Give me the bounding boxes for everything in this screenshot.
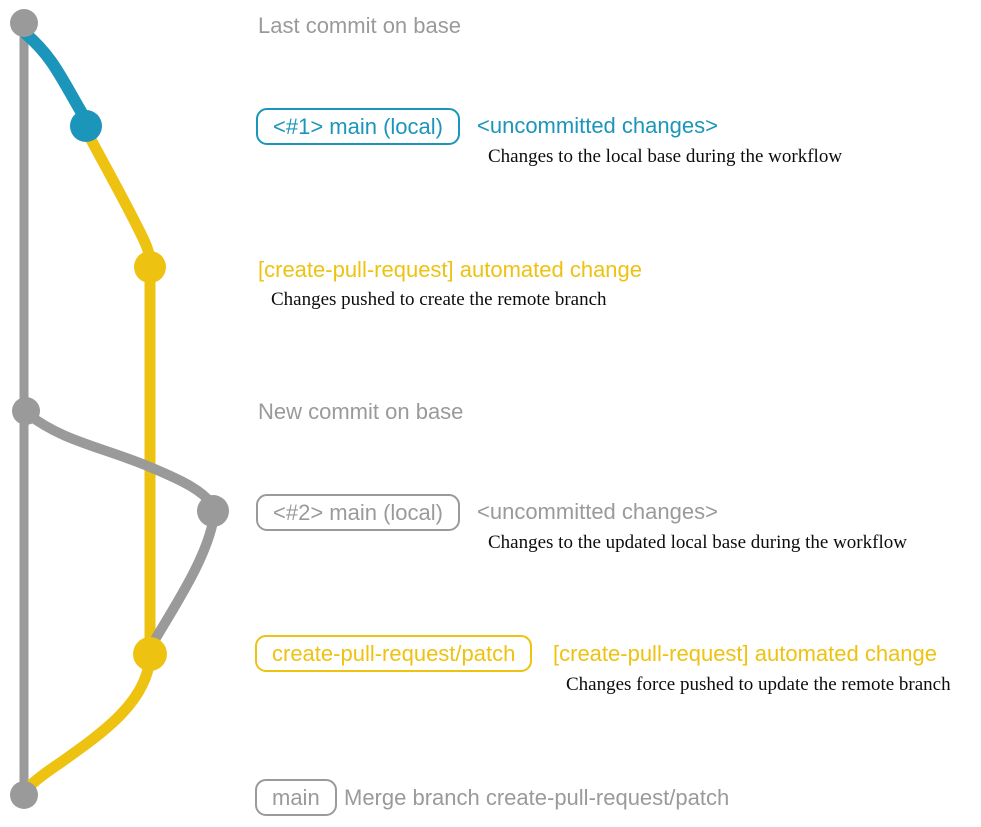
commit-dot-icon-new-base xyxy=(12,397,40,425)
commit-dot-icon-last-base xyxy=(10,9,38,37)
merge-commit-label: Merge branch create-pull-request/patch xyxy=(344,785,730,810)
uncommitted-changes-title-1: <uncommitted changes> xyxy=(477,113,718,138)
rebase-curve xyxy=(148,511,219,648)
updated-local-main-branch-curve xyxy=(23,409,217,509)
commit-dot-icon-local-main-1 xyxy=(70,110,102,142)
uncommitted-changes-desc-1: Changes to the local base during the wor… xyxy=(488,146,843,167)
branch-badge-main-merged: main xyxy=(255,779,337,816)
last-commit-label: Last commit on base xyxy=(258,13,461,38)
automated-change-title-1: [create-pull-request] automated change xyxy=(258,257,643,282)
commit-dot-icon-local-main-2 xyxy=(197,495,229,527)
commit-dot-icon-merge xyxy=(10,781,38,809)
branch-badge-main-local-2: <#2> main (local) xyxy=(256,494,460,531)
branch-badge-main-local-1: <#1> main (local) xyxy=(256,108,460,145)
patch-branch-curve-top xyxy=(82,128,156,270)
commit-dot-icon-patch-2 xyxy=(133,637,167,671)
automated-change-desc-1: Changes pushed to create the remote bran… xyxy=(271,289,607,310)
local-main-branch-curve xyxy=(20,28,92,126)
uncommitted-changes-desc-2: Changes to the updated local base during… xyxy=(488,532,907,553)
merge-curve xyxy=(21,652,156,795)
automated-change-desc-2: Changes force pushed to update the remot… xyxy=(566,674,951,695)
commit-dot-icon-patch-1 xyxy=(134,251,166,283)
new-commit-label: New commit on base xyxy=(258,399,464,424)
automated-change-title-2: [create-pull-request] automated change xyxy=(553,641,938,666)
commit-graph xyxy=(10,9,229,809)
branch-badge-patch: create-pull-request/patch xyxy=(255,635,533,672)
uncommitted-changes-title-2: <uncommitted changes> xyxy=(477,499,718,524)
